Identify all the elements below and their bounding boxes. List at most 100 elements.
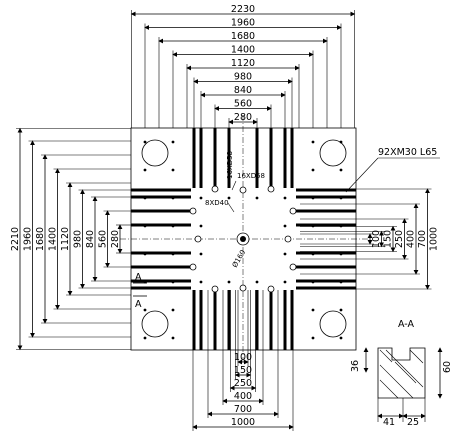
- bolt-hole-48: [311, 252, 315, 256]
- bolt-hole-42: [283, 308, 287, 312]
- annotations: 16XD58 16XD58 8XD40 Ø160 92XM30 L65 A A: [133, 147, 440, 310]
- tiebar-hole-tr: [319, 139, 347, 167]
- bolt-hole-50: [311, 308, 315, 312]
- bolt-hole-27: [227, 280, 231, 284]
- bolt-hole-46: [311, 196, 315, 200]
- left-dim-980: 980: [73, 230, 84, 248]
- right-dim-250: 250: [394, 230, 405, 248]
- slot-bottom-0: [192, 290, 196, 350]
- top-dim-980: 980: [234, 72, 252, 83]
- slot-top-7: [290, 128, 294, 188]
- locating-hole-5: [289, 207, 297, 215]
- slot-right-2: [296, 209, 356, 213]
- bolt-hole-9: [171, 168, 175, 172]
- bolt-hole-51: [311, 336, 315, 340]
- t-slots: [131, 128, 356, 350]
- bolt-hole-13: [171, 280, 175, 284]
- slot-right-6: [296, 279, 356, 283]
- slot-right-0: [296, 188, 356, 192]
- bolt-hole-33: [255, 280, 259, 284]
- bolt-hole-7: [143, 336, 147, 340]
- bolt-hole-19: [199, 224, 203, 228]
- bolt-hole-25: [227, 168, 231, 172]
- label-bore: Ø160: [231, 249, 247, 269]
- bolt-hole-2: [143, 196, 147, 200]
- bolt-hole-56: [339, 252, 343, 256]
- top-dim-560: 560: [234, 99, 252, 110]
- tiebar-hole-bl: [141, 310, 169, 338]
- right-dim-100: 100: [371, 230, 382, 248]
- bolt-hole-3: [143, 224, 147, 228]
- section-mark-a-bottom: A: [135, 299, 142, 310]
- slot-bottom-1: [199, 290, 203, 350]
- locating-hole-3: [267, 285, 275, 293]
- bolt-hole-35: [255, 336, 259, 340]
- slot-top-6: [283, 128, 287, 188]
- locating-hole-4: [189, 207, 197, 215]
- bolt-hole-16: [199, 140, 203, 144]
- bolt-hole-44: [311, 140, 315, 144]
- locating-hole-8: [239, 186, 247, 194]
- bolt-hole-37: [283, 168, 287, 172]
- slot-top-5: [269, 128, 273, 188]
- slot-left-5: [131, 265, 191, 269]
- locating-hole-0: [211, 185, 219, 193]
- bolt-hole-38: [283, 196, 287, 200]
- slot-top-4: [255, 128, 259, 188]
- bolt-hole-26: [227, 196, 231, 200]
- slot-left-1: [131, 195, 191, 199]
- bolt-hole-29: [227, 336, 231, 340]
- bolt-hole-57: [339, 280, 343, 284]
- slot-right-3: [296, 223, 356, 227]
- slot-bottom-6: [283, 290, 287, 350]
- sec-dim-25: 25: [407, 417, 419, 428]
- bolt-hole-1: [143, 168, 147, 172]
- section-title: A-A: [398, 319, 415, 330]
- bolt-hole-34: [255, 308, 259, 312]
- bolt-hole-20: [199, 252, 203, 256]
- locating-hole-9: [239, 284, 247, 292]
- bolt-hole-12: [171, 252, 175, 256]
- slot-left-6: [131, 279, 191, 283]
- label-8-holes: 8XD40: [205, 199, 229, 207]
- slot-left-4: [131, 251, 191, 255]
- locating-hole-10: [194, 235, 202, 243]
- left-dim-280: 280: [110, 230, 121, 248]
- bolt-hole-54: [339, 196, 343, 200]
- bolt-hole-4: [143, 252, 147, 256]
- slot-bottom-5: [269, 290, 273, 350]
- bolt-hole-15: [171, 336, 175, 340]
- bolt-hole-6: [143, 308, 147, 312]
- bolt-hole-23: [199, 336, 203, 340]
- top-dim-280: 280: [234, 112, 252, 123]
- top-dim-840: 840: [234, 85, 252, 96]
- bolt-hole-36: [283, 140, 287, 144]
- bolt-hole-32: [255, 196, 259, 200]
- right-dim-1000: 1000: [429, 227, 440, 251]
- bolt-hole-49: [311, 280, 315, 284]
- locating-hole-7: [289, 263, 297, 271]
- left-dim-2210: 2210: [10, 227, 21, 251]
- locating-hole-11: [284, 235, 292, 243]
- right-dim-400: 400: [406, 230, 417, 248]
- slot-left-0: [131, 188, 191, 192]
- slot-left-3: [131, 223, 191, 227]
- bolt-hole-10: [171, 196, 175, 200]
- bolt-hole-58: [339, 308, 343, 312]
- bolt-hole-21: [199, 280, 203, 284]
- left-dim-1120: 1120: [60, 227, 71, 251]
- bolt-hole-24: [227, 140, 231, 144]
- sec-dim-36: 36: [350, 360, 361, 372]
- right-dim-150: 150: [383, 230, 394, 248]
- bolt-hole-11: [171, 224, 175, 228]
- left-dim-1680: 1680: [35, 227, 46, 251]
- locating-hole-2: [211, 285, 219, 293]
- bolt-hole-53: [339, 168, 343, 172]
- label-16-holes: 16XD58: [226, 151, 234, 179]
- slot-bottom-7: [290, 290, 294, 350]
- left-dim-1960: 1960: [23, 227, 34, 251]
- bolt-hole-31: [255, 168, 259, 172]
- bolt-hole-45: [311, 168, 315, 172]
